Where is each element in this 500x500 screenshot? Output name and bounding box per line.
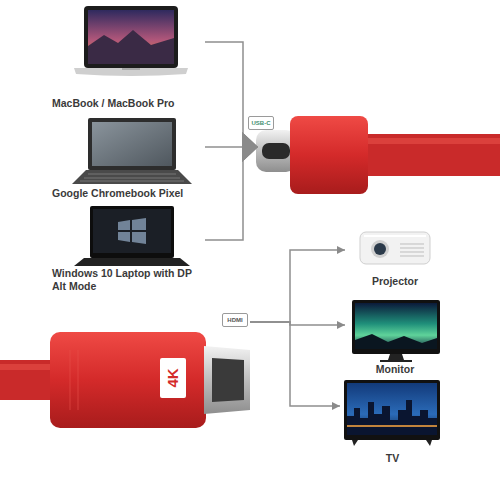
laptop-bezel — [90, 206, 174, 258]
plug-badge — [160, 358, 186, 398]
laptop-screen — [92, 122, 172, 166]
port-label: USB-C — [248, 116, 274, 130]
city-skyline — [347, 400, 437, 435]
laptop-device: Google Chromebook Pixel — [50, 115, 205, 200]
chromebook-illustration — [72, 118, 192, 184]
tv-screen — [347, 383, 437, 435]
projector-top — [364, 235, 426, 237]
cable — [364, 134, 500, 176]
plug-body — [290, 116, 368, 194]
device-caption: TV — [340, 452, 445, 465]
device-caption: Windows 10 Laptop with DP Alt Mode — [52, 267, 192, 293]
connector-line — [205, 42, 258, 147]
display-device: TV — [340, 376, 445, 466]
cable-highlight — [364, 138, 500, 144]
laptop-notch — [122, 68, 140, 70]
monitor-bezel — [352, 300, 440, 354]
macbook-illustration — [74, 6, 188, 76]
tv-bezel — [344, 380, 440, 440]
screen-hills — [355, 334, 437, 349]
laptop-device: MacBook / MacBook Pro — [50, 0, 205, 112]
display-device: Projector — [345, 225, 445, 290]
screen-mountains — [88, 30, 174, 64]
tv-feet — [352, 440, 432, 446]
connector-line — [205, 146, 258, 148]
projector-lens-ring — [371, 240, 389, 258]
laptop-bezel — [88, 118, 176, 170]
laptop-base — [74, 258, 190, 266]
windows-logo — [118, 218, 146, 244]
laptop-base — [74, 68, 188, 76]
monitor-illustration — [352, 300, 440, 362]
device-caption: Projector — [345, 275, 445, 288]
usb-c-plug — [256, 116, 500, 194]
projector-body — [360, 232, 430, 264]
connector-line — [250, 250, 345, 322]
plug-slot — [262, 143, 290, 159]
plug-tip — [204, 346, 250, 414]
usb-c-connector: USB-C — [258, 112, 500, 198]
laptop-device: Windows 10 Laptop with DP Alt Mode — [50, 205, 205, 300]
windows-laptop-illustration — [74, 206, 190, 266]
laptop-screen — [88, 10, 174, 64]
laptop-bezel — [84, 6, 178, 68]
device-caption: Google Chromebook Pixel — [52, 187, 202, 200]
plug-body — [50, 332, 206, 428]
monitor-stand — [388, 354, 404, 360]
hdmi-plug — [0, 332, 250, 428]
tv-illustration — [344, 380, 440, 446]
plug-ridges — [70, 350, 78, 410]
keyboard-rows — [80, 174, 184, 181]
projector-illustration — [360, 232, 430, 264]
device-caption: Monitor — [345, 363, 445, 376]
device-caption: MacBook / MacBook Pro — [52, 97, 202, 110]
projector-lens — [374, 243, 386, 255]
plug-slot — [212, 358, 244, 402]
display-device: Monitor — [345, 297, 445, 377]
resolution-badge: 4K — [160, 358, 186, 398]
monitor-screen — [355, 303, 437, 349]
connector-line — [250, 322, 345, 325]
connector-line — [250, 322, 340, 406]
connector-line — [205, 147, 258, 240]
projector-vents — [400, 244, 424, 256]
monitor-foot — [380, 360, 412, 362]
laptop-screen — [93, 209, 171, 253]
laptop-keyboard — [72, 170, 192, 184]
port-label: HDMI — [222, 313, 248, 327]
city-lights — [347, 425, 437, 427]
hdmi-connector: HDMI 4K — [0, 310, 250, 445]
